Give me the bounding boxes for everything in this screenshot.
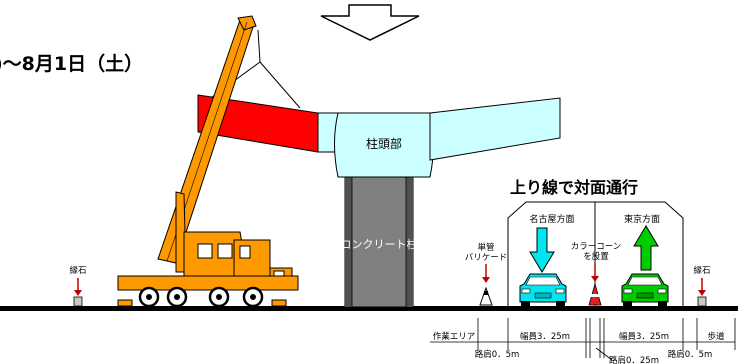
dimension-lines: [430, 318, 736, 361]
car-green: [621, 273, 669, 306]
concrete-column: コンクリート柱: [341, 176, 418, 308]
direction-tokyo: 東京方面: [624, 213, 660, 225]
dim-shoulder-left: 路肩0．5m: [475, 349, 520, 360]
curb-left-label: 縁石: [69, 265, 86, 276]
barricade-label-2: バリケード: [465, 253, 508, 263]
barricade: 単管 バリケード: [465, 242, 508, 306]
crane-wheels: [138, 286, 264, 308]
date-range: )～8月1日（土）: [0, 52, 143, 75]
cone-label-2: を設置: [583, 251, 609, 262]
car-cyan: [519, 273, 567, 306]
crane: [117, 15, 301, 308]
ground-line: [0, 306, 738, 311]
down-arrow-icon: [320, 4, 420, 41]
dim-width-left: 幅員3．25m: [520, 331, 570, 342]
pier-head: 柱頭部: [197, 94, 561, 178]
curb-left: 縁石: [69, 265, 87, 307]
arrow-up-icon: [633, 225, 659, 271]
curb-right-label: 縁石: [693, 265, 710, 276]
cone-label-1: カラーコーン: [571, 242, 622, 252]
dim-shoulder-center: 路肩0．25m: [609, 355, 659, 364]
barricade-label-1: 単管: [477, 242, 494, 253]
right-segment: [429, 97, 561, 161]
dim-sidewalk: 歩道: [707, 331, 725, 342]
curb-right: 縁石: [693, 265, 711, 307]
traffic-cone: カラーコーン を設置: [571, 242, 622, 306]
dim-work-area: 作業エリア: [433, 331, 476, 342]
pier-head-label: 柱頭部: [366, 136, 402, 151]
traffic-title: 上り線で対面通行: [510, 178, 638, 197]
dim-shoulder-right: 路肩0．5m: [668, 349, 713, 360]
dim-width-right: 幅員3．25m: [619, 331, 669, 342]
column-label: コンクリート柱: [341, 237, 418, 251]
arrow-down-icon: [529, 227, 555, 273]
direction-nagoya: 名古屋方面: [529, 213, 574, 225]
